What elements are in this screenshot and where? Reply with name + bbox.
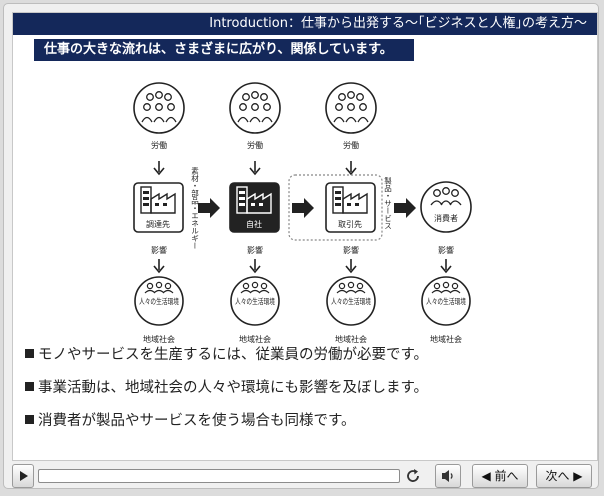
environment-label: 人々の生活環境: [139, 296, 179, 306]
community-label: 地域社会: [335, 334, 367, 343]
bullet-square-icon: [25, 382, 34, 391]
business-relations-diagram: 労働 労働 労働 調達先 自社 取引先 消費者: [133, 82, 472, 343]
consumer-label: 消費者: [434, 213, 458, 223]
business-partner-group: [288, 174, 383, 241]
partner-box: [325, 182, 376, 233]
environment-label: 人々の生活環境: [235, 296, 275, 306]
arrow-down-icon: [153, 160, 165, 175]
progress-bar[interactable]: [38, 469, 400, 483]
arrow-down-icon: [153, 258, 165, 273]
arrow-down-icon: [345, 258, 357, 273]
chevron-left-icon: ◀: [481, 469, 491, 483]
arrow-down-icon: [440, 258, 452, 273]
community-label: 地域社会: [430, 334, 462, 343]
arrow-down-icon: [249, 160, 261, 175]
own-company-box: [229, 182, 280, 233]
arrow-down-icon: [249, 258, 261, 273]
arrow-down-icon: [345, 160, 357, 175]
labor-label: 労働: [151, 140, 167, 150]
bullet-item: 消費者が製品やサービスを使う場合も同様です。: [25, 411, 585, 444]
bullet-text: モノやサービスを生産するには、従業員の労働が必要です。: [38, 347, 429, 363]
volume-button[interactable]: [435, 464, 461, 488]
bullet-list: モノやサービスを生産するには、従業員の労働が必要です。 事業活動は、地域社会の人…: [25, 345, 585, 444]
play-button[interactable]: [12, 464, 34, 488]
partner-label: 取引先: [338, 219, 362, 229]
community-label: 地域社会: [239, 334, 271, 343]
prev-button[interactable]: ◀ 前へ: [472, 464, 528, 488]
next-button[interactable]: 次へ ▶: [536, 464, 592, 488]
influence-label: 影響: [438, 245, 454, 255]
environment-label: 人々の生活環境: [426, 296, 466, 306]
chevron-right-icon: ▶: [573, 469, 583, 483]
bullet-text: 事業活動は、地域社会の人々や環境にも影響を及ぼします。: [38, 380, 429, 396]
labor-label: 労働: [343, 140, 359, 150]
influence-label: 影響: [247, 245, 263, 255]
replay-icon[interactable]: [404, 467, 422, 485]
products-label: 製品・サービス: [383, 176, 392, 230]
labor-label: 労働: [247, 140, 263, 150]
worker-group-icon: [133, 82, 185, 134]
own-company-label: 自社: [246, 219, 262, 229]
player-controls: ◀ 前へ 次へ ▶: [12, 464, 596, 490]
slide-heading: 仕事の大きな流れは、さまざまに広がり、関係しています。: [34, 39, 414, 61]
player-frame: Introduction：仕事から出発する〜｢ビジネスと人権｣の考え方〜 仕事の…: [3, 3, 599, 489]
bullet-square-icon: [25, 349, 34, 358]
arrow-right-icon: [198, 198, 220, 218]
bullet-text: 消費者が製品やサービスを使う場合も同様です。: [38, 413, 356, 429]
speaker-icon: [442, 470, 453, 482]
arrow-right-icon: [394, 198, 416, 218]
worker-group-icon: [325, 82, 377, 134]
arrow-right-icon: [292, 198, 314, 218]
bullet-square-icon: [25, 415, 34, 424]
supplier-label: 調達先: [146, 219, 170, 229]
environment-label: 人々の生活環境: [331, 296, 371, 306]
next-label: 次へ: [545, 469, 570, 483]
bullet-item: モノやサービスを生産するには、従業員の労働が必要です。: [25, 345, 585, 378]
community-label: 地域社会: [143, 334, 175, 343]
materials-label: 素材・部品・エネルギー: [190, 166, 199, 250]
header-title: Introduction：仕事から出発する〜｢ビジネスと人権｣の考え方〜: [13, 13, 597, 35]
consumer-circle: [420, 181, 472, 233]
influence-label: 影響: [343, 245, 359, 255]
slide-area: Introduction：仕事から出発する〜｢ビジネスと人権｣の考え方〜 仕事の…: [12, 12, 598, 461]
bullet-item: 事業活動は、地域社会の人々や環境にも影響を及ぼします。: [25, 378, 585, 411]
influence-label: 影響: [151, 245, 167, 255]
supplier-box: [133, 182, 184, 233]
worker-group-icon: [229, 82, 281, 134]
prev-label: 前へ: [494, 469, 519, 483]
